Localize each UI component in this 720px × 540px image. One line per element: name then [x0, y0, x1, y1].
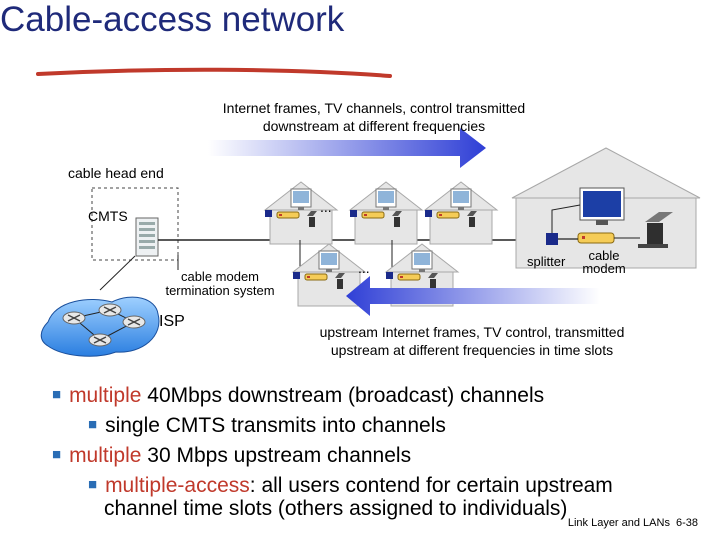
ellipsis-bottom: ...	[358, 260, 370, 276]
router-icon	[98, 303, 122, 317]
downstream-label-2: downstream at different frequencies	[262, 118, 486, 134]
bullet-4-prefix: multiple-access	[105, 474, 250, 497]
bullet-marker: ■	[52, 386, 62, 403]
cable-network-diagram	[40, 128, 701, 357]
headend-label: cable head end	[68, 165, 164, 181]
bullet-marker: ■	[52, 446, 62, 463]
footer-page-number: 6-38	[675, 517, 698, 529]
bullet-4-text: : all users contend for certain upstream	[249, 474, 613, 497]
cmts-label: CMTS	[88, 208, 128, 224]
slide-footer: Link Layer and LANs 6-38	[562, 517, 698, 529]
house-icon	[349, 181, 423, 245]
bullet-3: ■ multiple 30 Mbps upstream channels	[52, 443, 411, 468]
bullet-1: ■ multiple 40Mbps downstream (broadcast) …	[52, 383, 544, 408]
router-icon	[122, 315, 146, 329]
upstream-label-2: upstream at different frequencies in tim…	[330, 342, 614, 358]
downstream-arrow	[208, 128, 486, 168]
ellipsis-top: ...	[320, 199, 332, 215]
headend-box	[91, 187, 179, 261]
cmts-desc-2: termination system	[165, 283, 275, 298]
cmts-desc-1: cable modem	[180, 269, 260, 284]
downstream-label-1: Internet frames, TV channels, control tr…	[222, 100, 526, 116]
router-icon	[62, 311, 86, 325]
bullet-1-text: 40Mbps downstream (broadcast) channels	[141, 384, 545, 407]
bullet-2: ■ single CMTS transmits into channels	[88, 413, 446, 438]
footer-chapter: Link Layer and LANs	[567, 517, 670, 529]
bullet-marker: ■	[88, 476, 98, 493]
bullet-3-prefix: multiple	[69, 444, 142, 467]
bullet-2-text: single CMTS transmits into channels	[105, 414, 446, 437]
bullet-4: ■ multiple-access: all users contend for …	[88, 473, 613, 498]
splitter-icon	[546, 233, 558, 245]
modem-label-1: cable	[588, 248, 620, 263]
bullet-1-prefix: multiple	[69, 384, 142, 407]
title-underline	[36, 67, 392, 78]
bullet-marker: ■	[88, 416, 98, 433]
splitter-label: splitter	[527, 254, 566, 269]
computer-icon	[645, 212, 673, 222]
upstream-arrow	[346, 276, 600, 316]
upstream-label-1: upstream Internet frames, TV control, tr…	[319, 324, 625, 340]
isp-label: ISP	[159, 313, 185, 330]
router-icon	[88, 333, 112, 347]
bullet-3-text: 30 Mbps upstream channels	[141, 444, 412, 467]
house-icon	[424, 181, 498, 245]
slide-title: Cable-access network	[0, 0, 345, 39]
bullet-4-cont: channel time slots (others assigned to i…	[104, 497, 568, 520]
modem-label-2: modem	[582, 261, 626, 276]
